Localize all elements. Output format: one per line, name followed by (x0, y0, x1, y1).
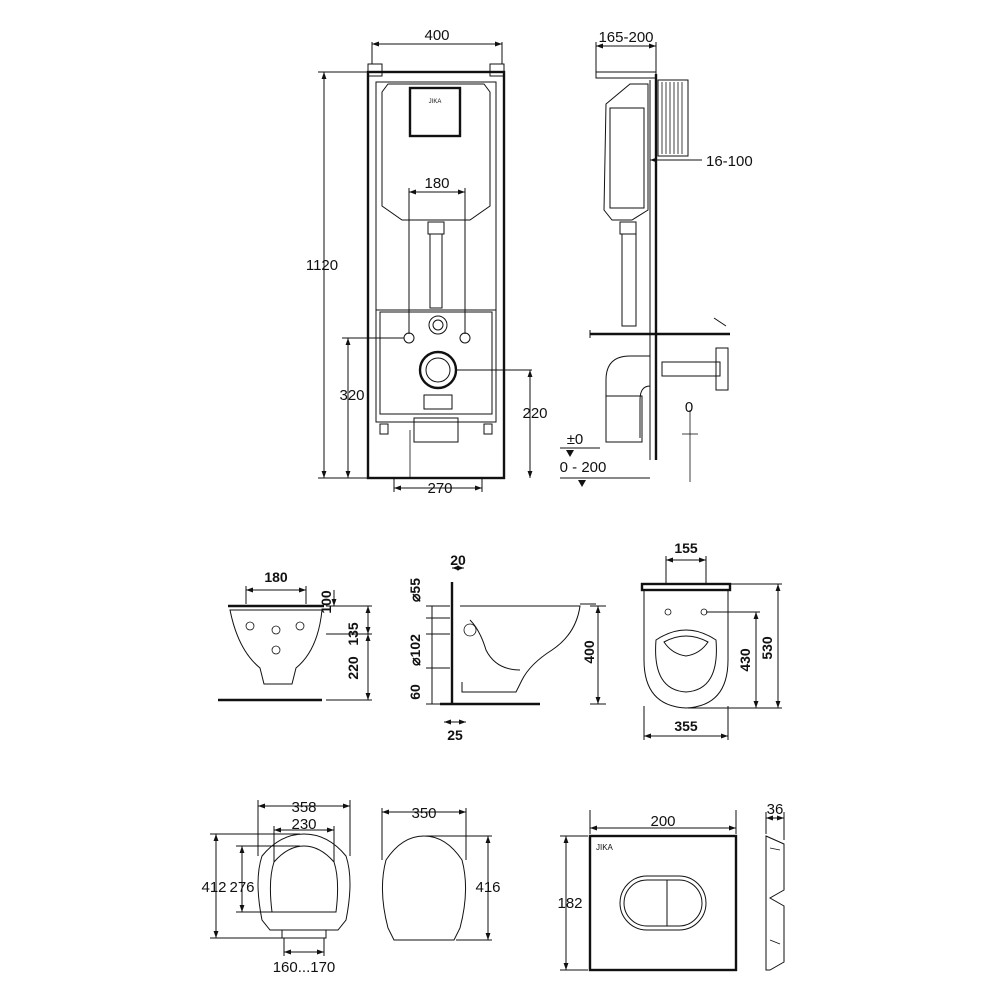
frame-side-view: ±0 0 - 200 0 165-200 16-100 (560, 29, 753, 487)
dim-plate-width: 200 (650, 813, 675, 830)
dim-bowl-wall-gap: 20 (450, 552, 466, 568)
dim-bowl-total-length: 530 (759, 636, 775, 660)
dim-frame-depth: 165-200 (598, 29, 653, 46)
dim-bowl-base-25: 25 (447, 727, 463, 743)
dim-seat-hinge-spacing: 160...170 (273, 959, 336, 976)
dim-bowl-top-width: 180 (264, 569, 288, 585)
dim-outlet-height: 220 (522, 405, 547, 422)
dim-bowl-mid-height: 135 (345, 622, 361, 646)
dim-seat-inner-width: 230 (291, 816, 316, 833)
dim-bowl-inner-length: 430 (737, 648, 753, 672)
dim-seat-outer-width: 358 (291, 799, 316, 816)
dim-bowl-dia-55: ⌀55 (407, 578, 423, 602)
label-side-cut: 0 (685, 399, 693, 416)
bowl-side-view: 20 ⌀55 ⌀102 60 25 400 (407, 552, 606, 743)
dim-frame-width: 400 (424, 27, 449, 44)
dim-bolt-height: 320 (339, 387, 364, 404)
dim-plate-depth: 36 (767, 801, 784, 818)
dim-lid-width: 350 (411, 805, 436, 822)
dim-bowl-back-width: 155 (674, 540, 698, 556)
bowl-front-view: 180 100 135 220 (218, 569, 372, 702)
dim-bowl-width: 355 (674, 718, 698, 734)
label-floor-adjust: 0 - 200 (560, 459, 607, 476)
bowl-top-view: 155 430 530 355 (640, 540, 782, 740)
dim-bowl-bottom-height: 220 (345, 656, 361, 680)
dim-lid-length: 416 (475, 879, 500, 896)
dim-frame-height: 1120 (306, 257, 338, 274)
dim-seat-inner-length: 276 (229, 879, 254, 896)
dim-seat-length: 412 (201, 879, 226, 896)
frame-brand-mark: JIKA (429, 99, 442, 105)
flush-plate-view: JIKA 200 182 36 (557, 801, 785, 972)
frame-front-view: JIKA 400 1120 180 (306, 27, 548, 497)
dim-bowl-dia-102: ⌀102 (407, 634, 423, 666)
seat-view: 358 230 412 276 160...170 (201, 799, 351, 976)
dim-bowl-height: 400 (581, 640, 597, 664)
dim-bracket-spacing: 180 (424, 175, 449, 192)
plate-brand-mark: JIKA (596, 843, 614, 852)
dim-wall-adjust: 16-100 (706, 153, 753, 170)
dim-base-width: 270 (427, 480, 452, 497)
label-floor-level: ±0 (567, 431, 584, 448)
dim-bowl-top-height: 100 (318, 590, 334, 614)
lid-view: 350 416 (381, 805, 501, 941)
dim-plate-height: 182 (557, 895, 582, 912)
dim-bowl-base-60: 60 (407, 684, 423, 700)
